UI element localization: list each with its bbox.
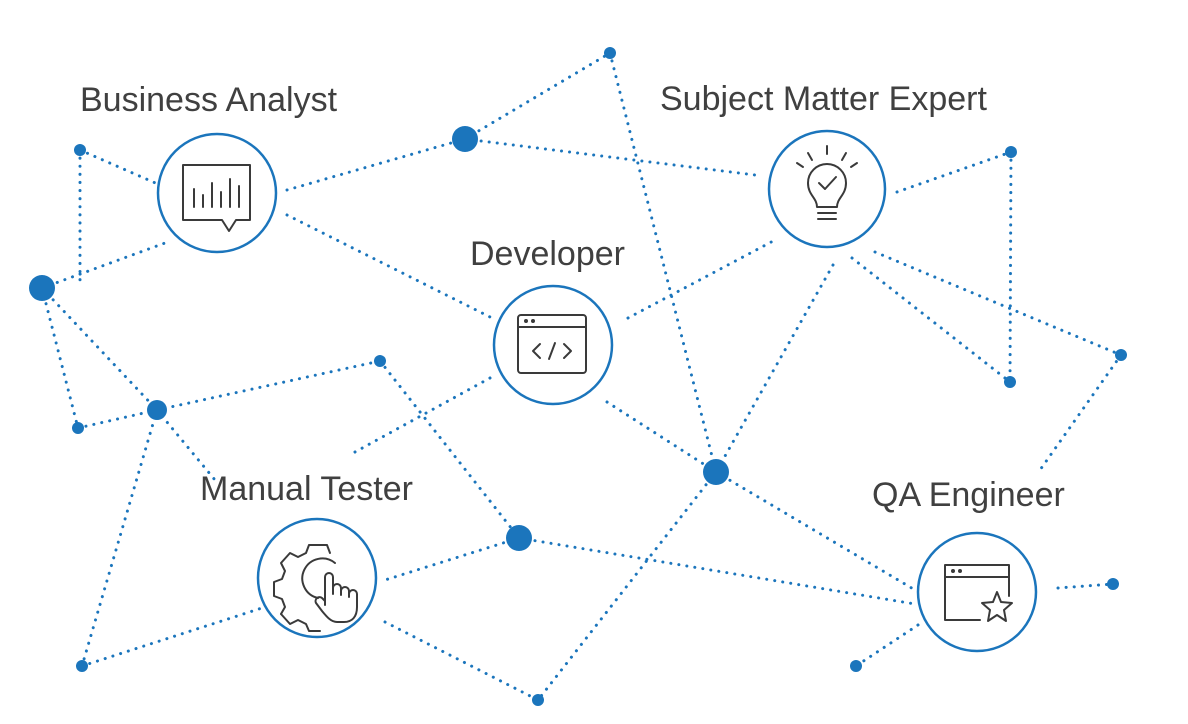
chart-speech-bubble-icon <box>182 164 251 232</box>
connection-line <box>285 213 494 320</box>
network-node <box>532 694 544 706</box>
manual-tester-node <box>256 517 378 639</box>
network-node <box>1115 349 1127 361</box>
nodes <box>29 47 1127 706</box>
connection-line <box>626 238 777 320</box>
developer-node <box>492 284 614 406</box>
connection-line <box>895 150 1013 194</box>
connection-line <box>1008 150 1013 384</box>
connection-line <box>714 263 835 474</box>
developer-label: Developer <box>470 235 625 273</box>
connection-line <box>40 286 80 430</box>
connection-line <box>605 400 718 474</box>
connection-line <box>463 51 612 141</box>
connection-line <box>40 241 167 290</box>
network-node <box>76 660 88 672</box>
connections <box>40 51 1123 702</box>
network-node <box>452 126 478 152</box>
connection-line <box>80 606 264 668</box>
lightbulb-check-icon <box>796 145 858 220</box>
subject-matter-expert-label: Subject Matter Expert <box>660 80 987 118</box>
manual-tester-label: Manual Tester <box>200 470 413 508</box>
window-star-icon <box>944 564 1013 622</box>
subject-matter-expert-node <box>767 129 887 249</box>
qa-engineer-node <box>916 531 1038 653</box>
business-analyst-node <box>156 132 278 254</box>
connection-line <box>40 286 159 412</box>
connection-line <box>80 408 159 668</box>
gear-pointer-hand-icon <box>273 544 358 632</box>
business-analyst-label: Business Analyst <box>80 81 338 119</box>
connection-line <box>850 256 1012 384</box>
connection-line <box>854 623 920 668</box>
code-window-icon <box>517 314 587 374</box>
network-node <box>147 400 167 420</box>
network-node <box>850 660 862 672</box>
network-node <box>1107 578 1119 590</box>
connection-line <box>76 408 159 430</box>
connection-line <box>873 250 1123 357</box>
network-node <box>703 459 729 485</box>
network-node <box>604 47 616 59</box>
network-node <box>29 275 55 301</box>
connection-line <box>517 536 917 606</box>
connection-line <box>1038 353 1123 472</box>
connection-line <box>285 137 467 192</box>
connection-line <box>378 359 521 540</box>
qa-engineer-label: QA Engineer <box>872 476 1065 514</box>
connection-line <box>383 536 521 582</box>
connection-line <box>608 51 718 474</box>
connection-line <box>353 376 492 454</box>
network-node <box>1004 376 1016 388</box>
network-node <box>1005 146 1017 158</box>
network-node <box>72 422 84 434</box>
connection-line <box>536 470 718 702</box>
connection-line <box>1056 582 1115 590</box>
network-node <box>74 144 86 156</box>
network-node <box>506 525 532 551</box>
connection-line <box>383 620 540 702</box>
connection-line <box>155 408 217 482</box>
network-node <box>374 355 386 367</box>
connection-line <box>463 137 757 177</box>
connection-line <box>155 359 382 412</box>
connection-line <box>78 148 162 187</box>
